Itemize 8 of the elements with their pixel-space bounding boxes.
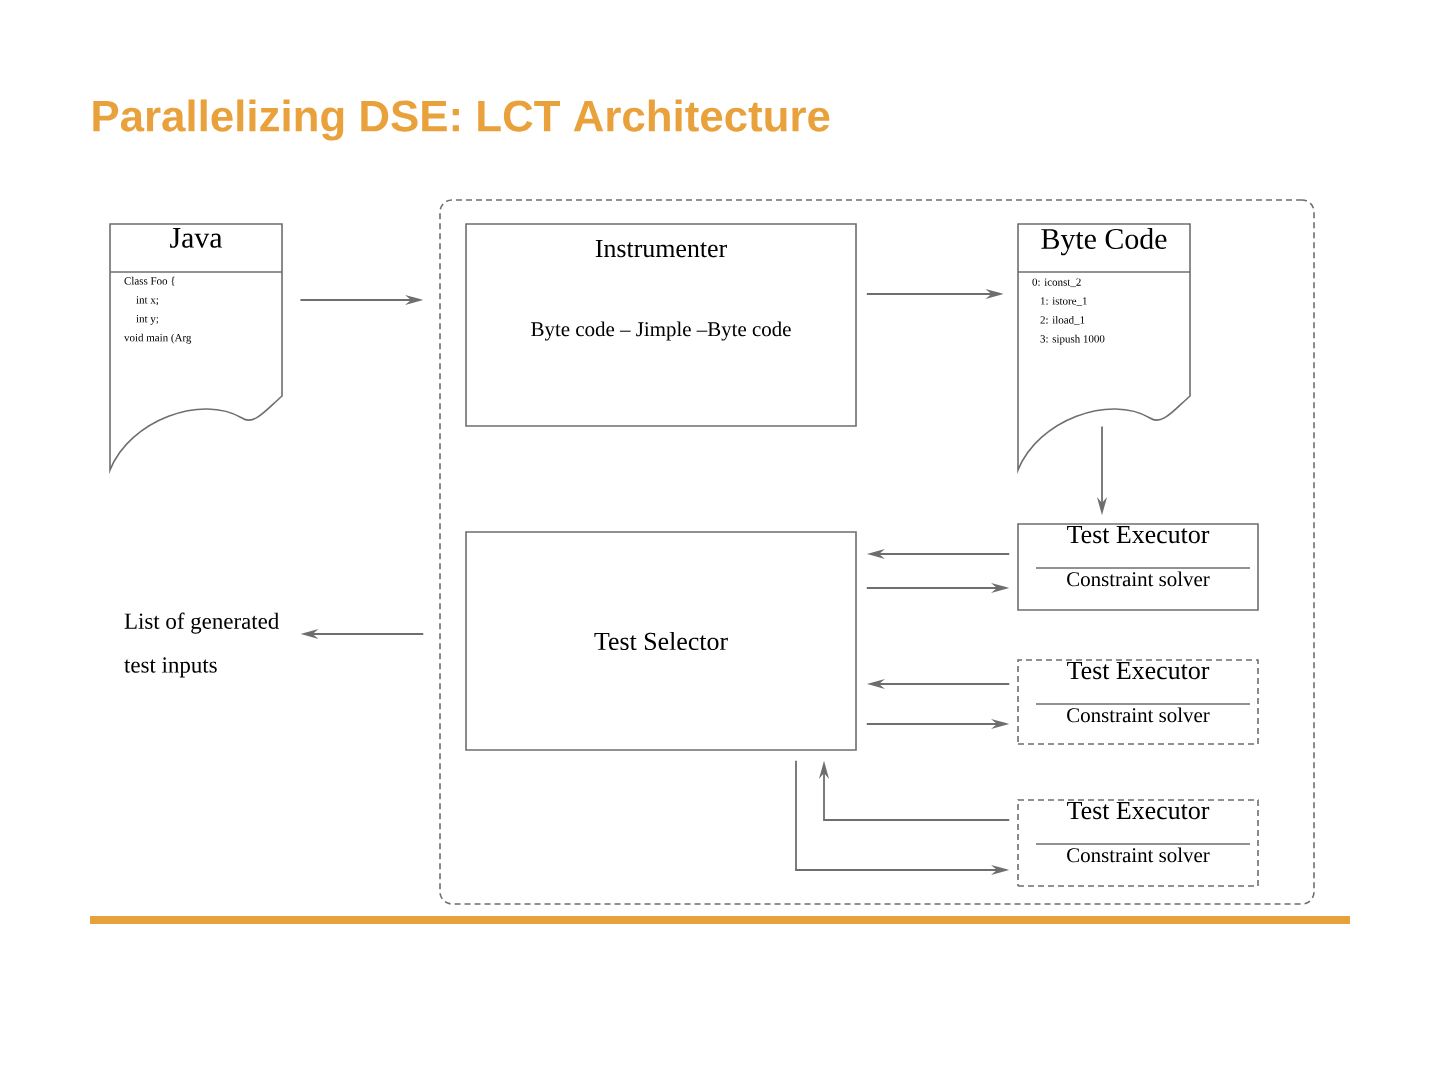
dashed-frame bbox=[439, 199, 1315, 905]
title: Parallelizing DSE: LCT Architecture bbox=[93, 99, 830, 141]
process-box: Test Selector bbox=[465, 531, 857, 751]
executor-box: Test Executor Constraint solver bbox=[1017, 659, 1259, 745]
executor-box: Test Executor Constraint solver bbox=[1017, 523, 1259, 611]
executor-box: Test Executor Constraint solver bbox=[1017, 799, 1259, 887]
output-label: List of generated test inputs bbox=[124, 612, 279, 678]
process-box: Instrumenter Byte code – Jimple –Byte code bbox=[465, 223, 857, 427]
